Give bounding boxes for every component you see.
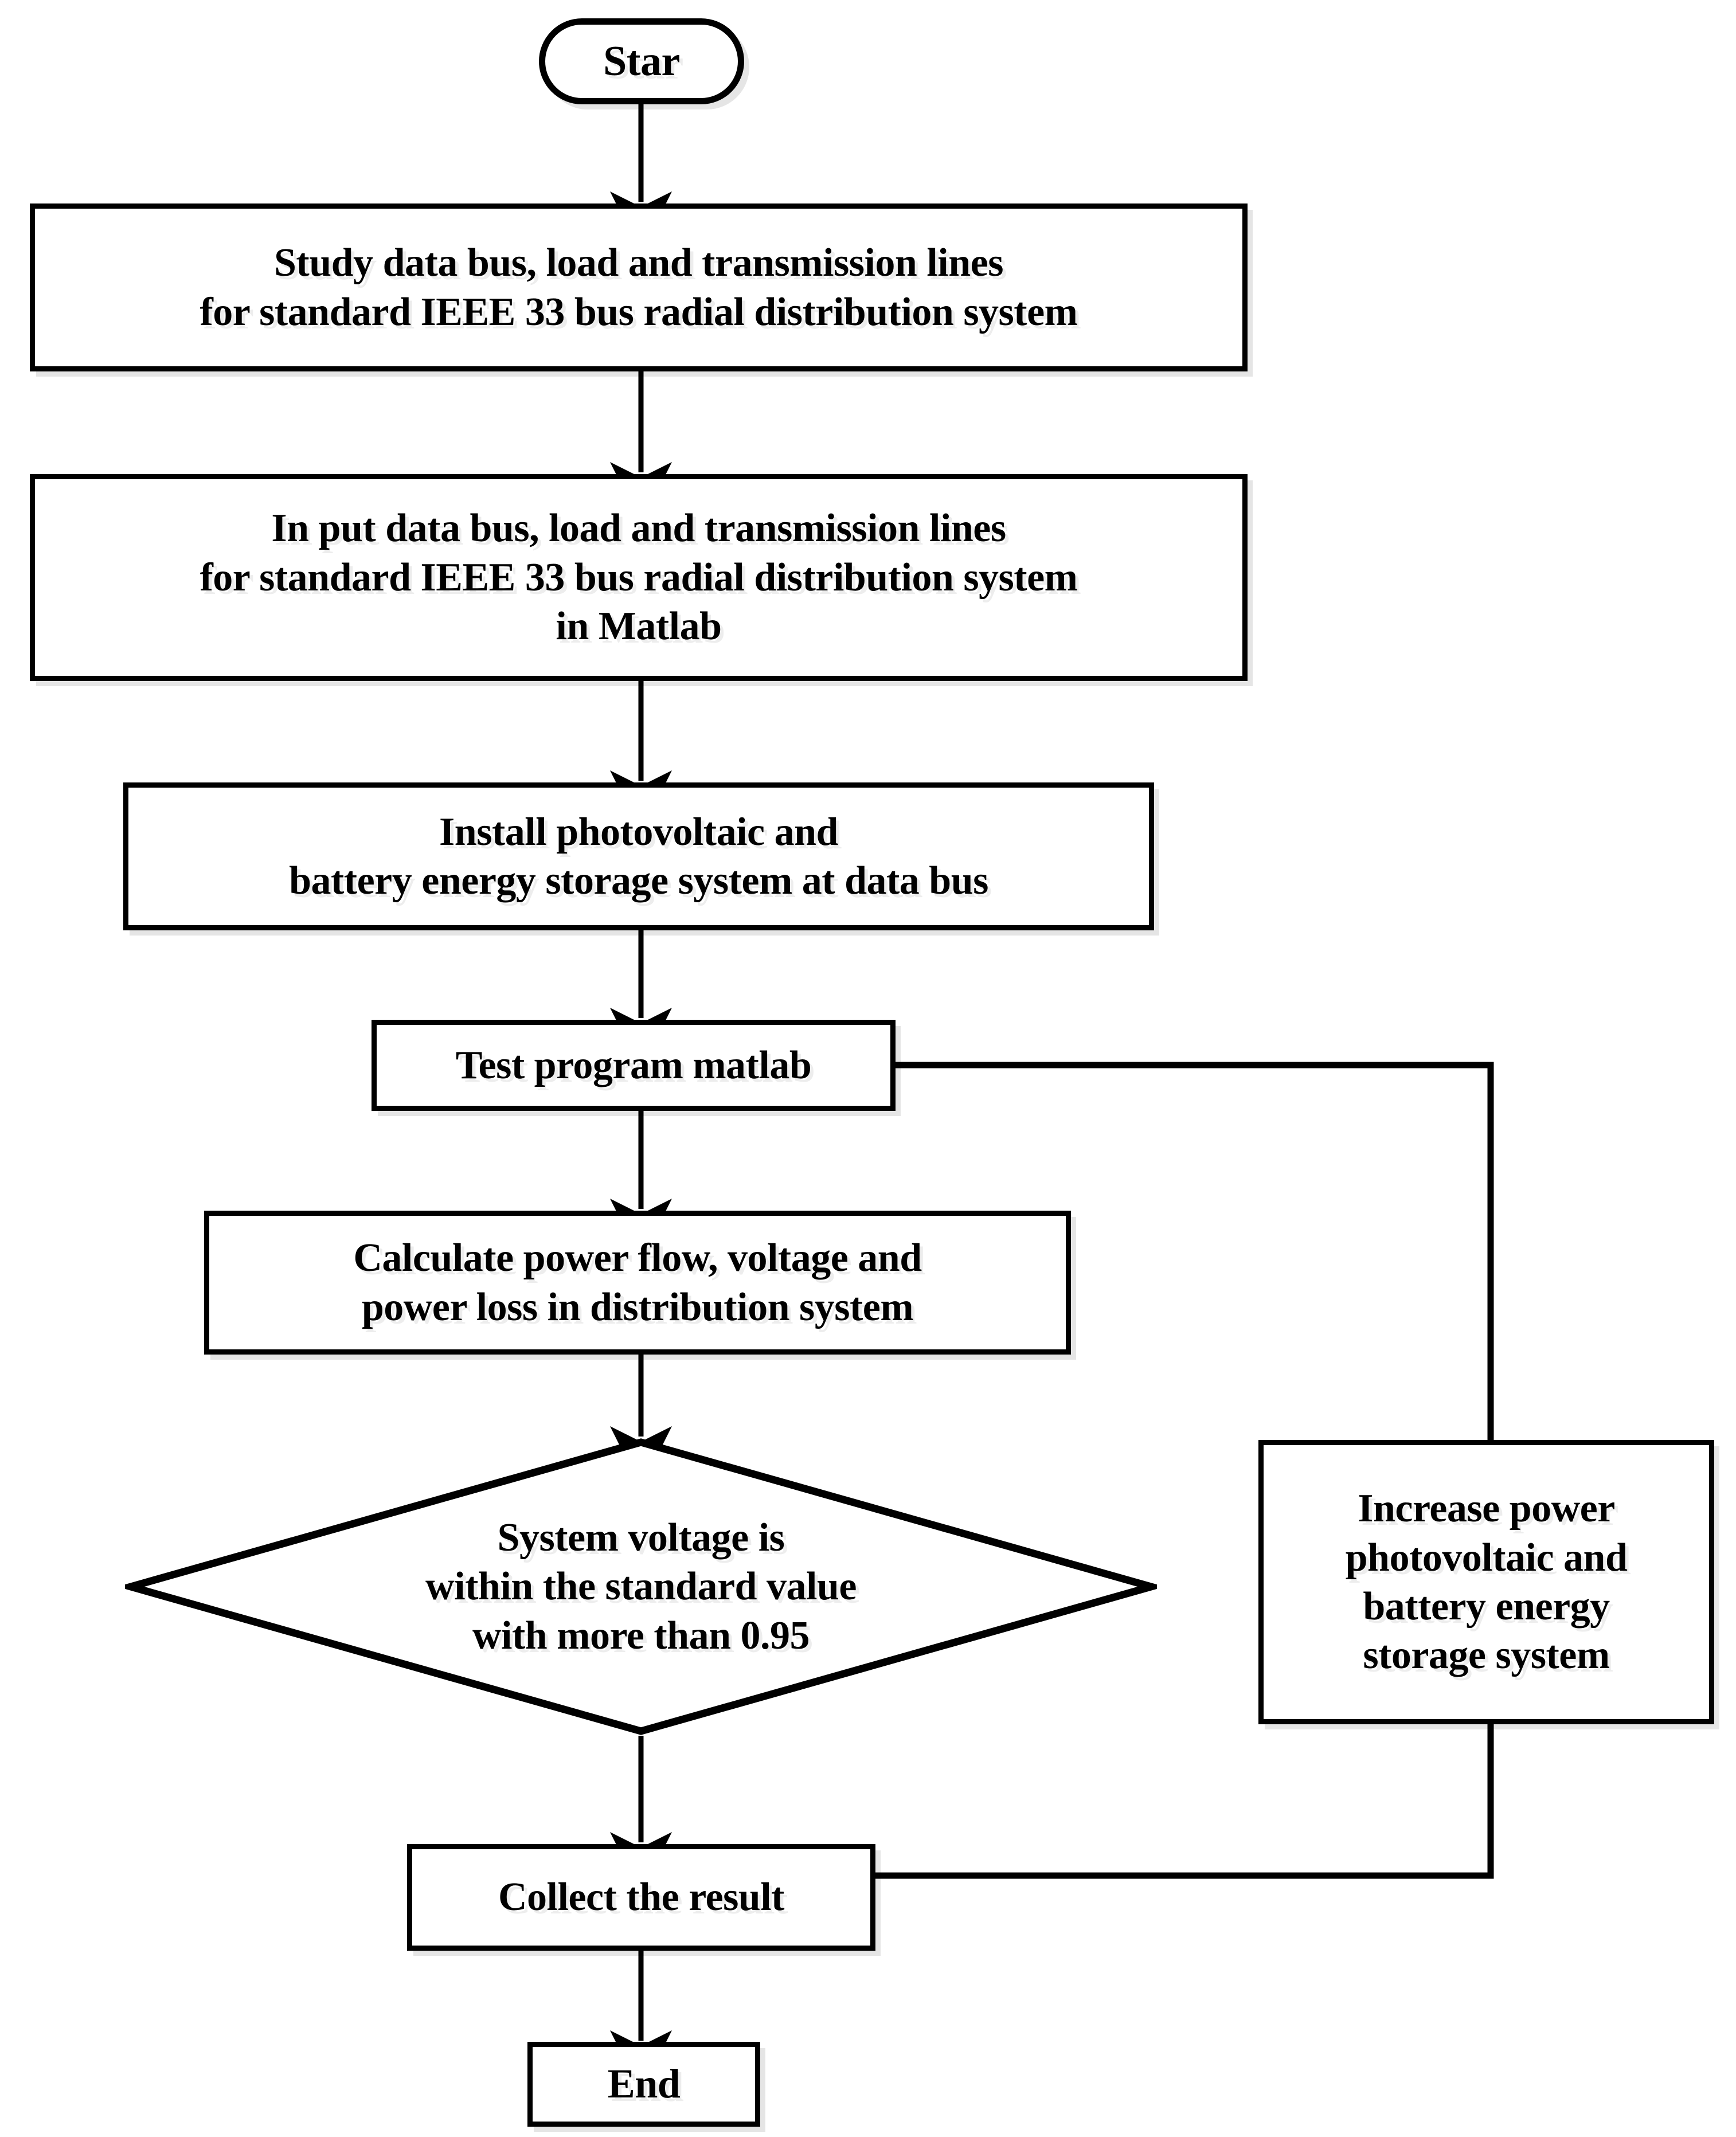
node-start[interactable]: Star — [539, 18, 744, 104]
node-end-label: End — [607, 2061, 681, 2107]
node-start-label: Star — [603, 37, 680, 85]
node-test-label: Test program matlab — [455, 1043, 812, 1087]
node-install-label: Install photovoltaic and battery energy … — [289, 809, 988, 903]
node-collect-label: Collect the result — [498, 1875, 785, 1920]
node-test[interactable]: Test program matlab — [372, 1020, 896, 1111]
decision-shape — [125, 1438, 1157, 1735]
node-input-label: In put data bus, load and transmission l… — [200, 506, 1078, 649]
node-calculate-label: Calculate power flow, voltage and power … — [353, 1236, 922, 1329]
node-decision-label: System voltage is within the standard va… — [425, 1515, 857, 1658]
node-decision[interactable]: System voltage is within the standard va… — [125, 1437, 1157, 1737]
node-calculate[interactable]: Calculate power flow, voltage and power … — [204, 1211, 1071, 1355]
node-study-label: Study data bus, load and transmission li… — [200, 241, 1078, 334]
node-increase[interactable]: Increase power photovoltaic and battery … — [1258, 1440, 1714, 1724]
node-end[interactable]: End — [527, 2042, 760, 2127]
edge-feedback-increase-test — [896, 1062, 1494, 1440]
node-increase-label: Increase power photovoltaic and battery … — [1345, 1486, 1628, 1678]
edge-feedback-collect-increase — [875, 1724, 1494, 1879]
node-input[interactable]: In put data bus, load and transmission l… — [30, 474, 1248, 681]
node-study[interactable]: Study data bus, load and transmission li… — [30, 203, 1248, 371]
node-install[interactable]: Install photovoltaic and battery energy … — [123, 782, 1154, 930]
node-collect[interactable]: Collect the result — [407, 1844, 875, 1951]
